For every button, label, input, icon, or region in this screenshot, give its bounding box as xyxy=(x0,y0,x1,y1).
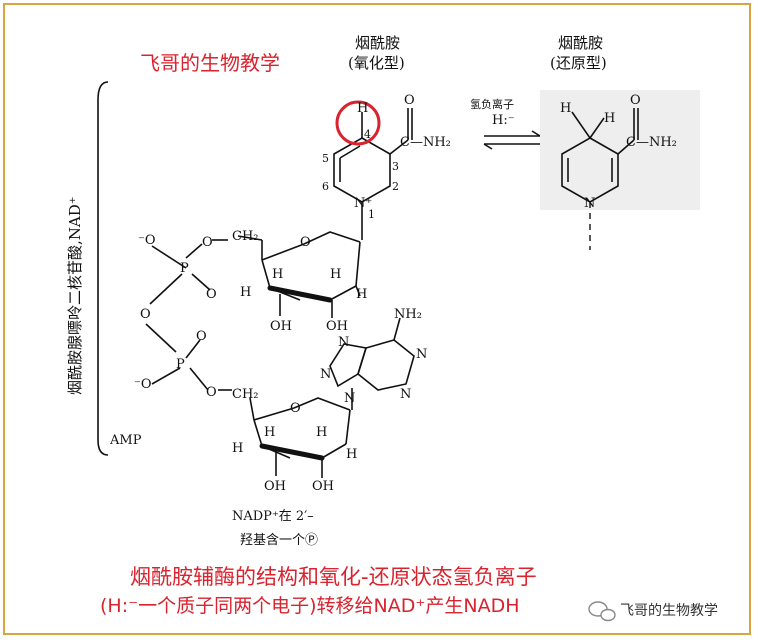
image-frame xyxy=(3,3,751,635)
n-adenine-4: N xyxy=(320,367,331,382)
diphosphate-bridge xyxy=(145,239,232,391)
hydride-label: 氢负离子 xyxy=(470,97,514,111)
caption-line2: (H:⁻一个质子同两个电子)转移给NAD⁺产生NADH xyxy=(100,595,520,617)
ring-number-3: 3 xyxy=(392,160,399,173)
oh-lower-1: OH xyxy=(264,479,286,494)
watermark-title: 飞哥的生物教学 xyxy=(140,51,280,75)
reduced-subtitle: (还原型) xyxy=(550,54,607,72)
o-link-2: O xyxy=(206,385,217,400)
h-upper-4: H xyxy=(356,287,367,302)
h-atom-reduced-1: H xyxy=(560,101,571,116)
amp-label: AMP xyxy=(109,433,142,448)
ring-number-1: 1 xyxy=(368,208,375,221)
h-upper-2: H xyxy=(272,267,283,282)
oh-lower-2: OH xyxy=(312,479,334,494)
h-lower-3: H xyxy=(316,425,327,440)
n-adenine-5: N xyxy=(344,391,355,406)
oh-upper-1: OH xyxy=(270,319,292,334)
n-adenine-2: N xyxy=(416,347,427,362)
caption-line1: 烟酰胺辅酶的结构和氧化-还原状态氢负离子 xyxy=(130,565,537,589)
equilibrium-arrow xyxy=(483,130,541,150)
oxidized-title: 烟酰胺 xyxy=(355,34,400,52)
adenine-ring xyxy=(329,317,415,410)
phosphorus-1: P xyxy=(180,261,189,276)
ring-oxygen-upper: O xyxy=(300,235,311,250)
ch2-lower: CH₂ xyxy=(232,387,259,402)
c4-highlight-circle xyxy=(335,100,381,146)
o-double-1: O xyxy=(206,287,217,302)
h-upper-3: H xyxy=(330,267,341,282)
amide-group-reduced: C—NH₂ xyxy=(626,135,677,150)
h-upper-1: H xyxy=(240,285,251,300)
h-atom-reduced-2: H xyxy=(604,111,615,126)
ring-number-5: 5 xyxy=(322,152,329,165)
nadp-note-line1: NADP⁺在 2′– xyxy=(232,509,314,524)
o-minus-2: ⁻O xyxy=(134,377,152,392)
upper-ribose xyxy=(237,231,361,318)
nitrogen-reduced: N xyxy=(584,196,595,211)
left-brace xyxy=(97,81,109,456)
amide-group: C—NH₂ xyxy=(400,135,451,150)
ring-number-4: 4 xyxy=(364,128,371,141)
nadp-note-line2: 羟基含一个Ⓟ xyxy=(240,532,318,548)
footer-account-name: 飞哥的生物教学 xyxy=(620,603,718,619)
h-lower-1: H xyxy=(232,441,243,456)
reduced-nicotinamide-ring xyxy=(540,90,700,250)
phosphorus-2: P xyxy=(176,357,185,372)
lower-ribose xyxy=(249,397,351,478)
o-link-1: O xyxy=(202,235,213,250)
h-lower-4: H xyxy=(346,447,357,462)
n-adenine-3: N xyxy=(400,387,411,402)
wechat-icon xyxy=(588,601,616,622)
o-minus-1: ⁻O xyxy=(138,233,156,248)
o-bridge: O xyxy=(140,307,151,322)
n-adenine-1: N xyxy=(338,335,349,350)
oh-upper-2: OH xyxy=(326,319,348,334)
oxygen-amide: O xyxy=(404,93,415,108)
o-double-2: O xyxy=(196,329,207,344)
reduced-title: 烟酰胺 xyxy=(558,34,603,52)
oxygen-amide-reduced: O xyxy=(630,93,641,108)
ring-oxygen-lower: O xyxy=(290,401,301,416)
side-label: 烟酰胺腺嘌呤二核苷酸,NAD⁺ xyxy=(66,196,84,395)
h-lower-2: H xyxy=(264,425,275,440)
oxidized-nicotinamide-ring xyxy=(333,108,413,240)
nh2-adenine: NH₂ xyxy=(394,307,422,322)
ring-number-6: 6 xyxy=(322,180,329,193)
h-atom-c4: H xyxy=(357,101,368,116)
ring-number-2: 2 xyxy=(392,180,399,193)
ch2-upper: CH₂ xyxy=(232,229,259,244)
nitrogen-plus: N⁺ xyxy=(354,196,372,211)
oxidized-subtitle: (氧化型) xyxy=(348,54,405,72)
hydride-symbol: H:⁻ xyxy=(492,113,515,128)
